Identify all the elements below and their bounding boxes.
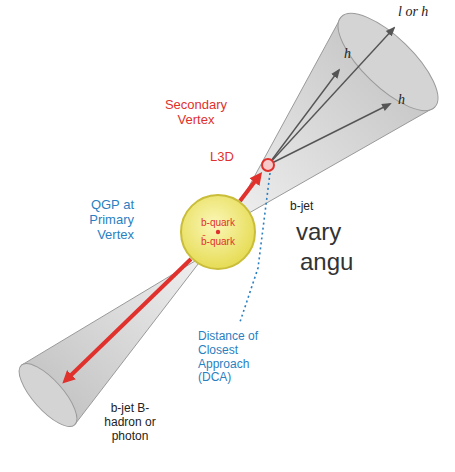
circle-outline [180, 194, 256, 270]
jet-label: b-jet B-hadron or photon [98, 402, 162, 443]
jet-label: b-jet [290, 200, 330, 214]
recoil-arrow [66, 259, 191, 380]
vertex-label: Secondary Vertex [158, 98, 234, 128]
slide-text: angu [300, 248, 370, 276]
vertex-dot [216, 230, 220, 234]
track-arrow [268, 104, 390, 165]
dca-label: Distance of Closest Approach (DCA) [198, 330, 276, 385]
particle-label: h [398, 92, 412, 108]
circle-body: b-quark b̄-quark [180, 194, 256, 270]
particle-label: h [344, 46, 358, 62]
slide-text: vary [296, 218, 366, 246]
quark-label: b-quark [201, 217, 235, 228]
quark-label: b̄-quark [201, 236, 235, 247]
qgp-circle [181, 195, 255, 269]
decay-length-label: L3D [210, 150, 240, 165]
vertex-heading: QGP at Primary Vertex [76, 198, 134, 243]
particle-label: l or h [398, 4, 438, 20]
vertex-circle: QGP at Primary Vertexb-quarkb̄-quark [180, 194, 256, 270]
secondary-vertex-mark [262, 159, 274, 171]
decay-length-arrow [240, 176, 259, 201]
lower-cone-opening [10, 355, 86, 435]
track-arrow [268, 70, 339, 165]
upper-cone-opening [324, 0, 452, 125]
track-arrow [268, 28, 394, 165]
